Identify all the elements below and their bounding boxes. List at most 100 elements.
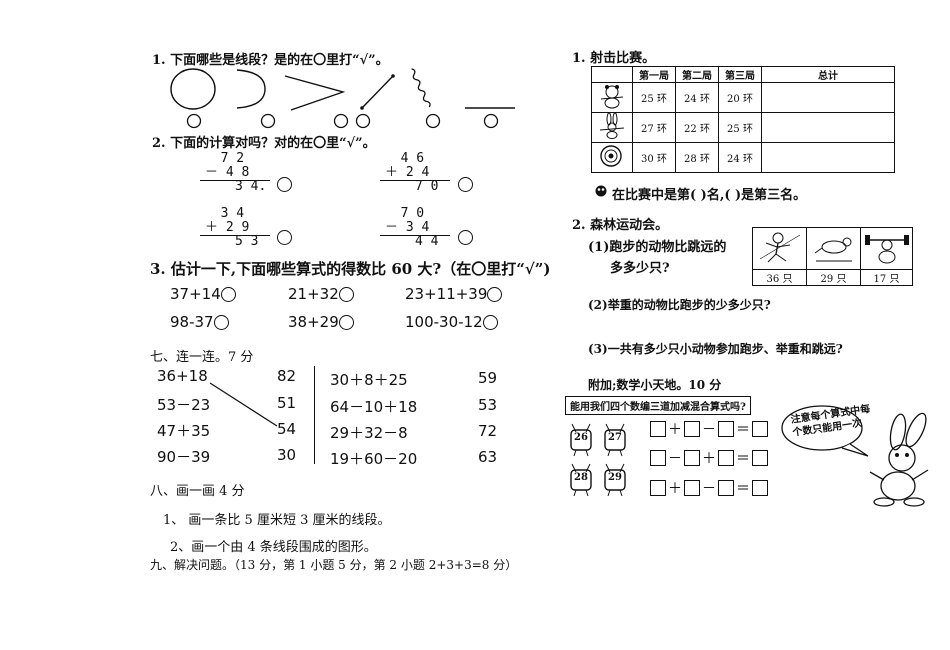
runner-icon: [752, 227, 807, 270]
answer-box[interactable]: [650, 420, 666, 437]
figure-angle: [284, 75, 346, 111]
answer-circle[interactable]: [338, 315, 354, 330]
answer-box[interactable]: [752, 420, 768, 437]
match-expr[interactable]: 47＋35: [157, 422, 211, 440]
p1-answer[interactable]: 在比赛中是第( )名,( )是第三名。: [612, 188, 807, 203]
rabbit-icon: [591, 112, 633, 143]
section8-item: 1、 画一条比 5 厘米短 3 厘米的线段。: [163, 513, 391, 528]
vertical-calc: 3 4 ＋ 2 9 5 3: [205, 206, 259, 249]
card-number: 27: [608, 432, 622, 443]
target-icon: [591, 142, 633, 173]
vertical-calc: 7 2 － 4 8 3 4.: [205, 151, 267, 194]
answer-box[interactable]: [650, 479, 666, 496]
answer-circle[interactable]: [220, 287, 236, 302]
answer-circle: [186, 113, 202, 129]
equation-row: ＋－＝: [650, 418, 768, 439]
match-number[interactable]: 63: [478, 448, 498, 466]
match-number[interactable]: 59: [478, 369, 498, 387]
answer-box[interactable]: [718, 449, 734, 466]
answer-circle: [333, 113, 349, 129]
p1-title: 1. 射击比赛。: [572, 51, 656, 66]
section7-title: 七、连一连。7 分: [150, 350, 254, 365]
speech-bubble: [781, 405, 863, 451]
answer-box[interactable]: [684, 479, 700, 496]
answer-circle[interactable]: [487, 287, 503, 302]
jumper-icon: [806, 227, 861, 270]
match-expr[interactable]: 19＋60－20: [330, 450, 418, 468]
vertical-calc: 4 6 ＋ 2 4 7 0: [385, 151, 439, 194]
answer-box[interactable]: [752, 479, 768, 496]
p2-title: 2. 森林运动会。: [572, 218, 669, 233]
match-expr[interactable]: 64－10＋18: [330, 398, 418, 416]
p2-q1-cont: 多多少只?: [610, 261, 670, 276]
match-expr[interactable]: 29＋32－8: [330, 424, 408, 442]
equation-row: ＋－＝: [650, 477, 768, 498]
card-number: 29: [608, 472, 622, 483]
rabbit-mascot: [781, 405, 929, 507]
match-number[interactable]: 82: [277, 367, 297, 385]
card-number: 28: [574, 472, 588, 483]
card-number: 26: [574, 432, 588, 443]
answer-circle[interactable]: [458, 230, 473, 245]
bonus-banner: 能用我们四个数编三道加减混合算式吗?: [565, 396, 751, 415]
match-expr[interactable]: 30＋8＋25: [330, 371, 408, 389]
answer-circle: [483, 113, 499, 129]
answer-box[interactable]: [650, 449, 666, 466]
figure-wavy-line: [411, 68, 431, 108]
section8-item: 2、画一个由 4 条线段围成的图形。: [170, 540, 377, 555]
p2-q2: (2)举重的动物比跑步的少多少只?: [588, 298, 771, 312]
divider: [314, 366, 315, 464]
q2-title: 2. 下面的计算对吗？对的在〇里“√”。: [152, 136, 376, 151]
figure-segment: [361, 75, 394, 109]
answer-circle[interactable]: [277, 230, 292, 245]
q1-figures: [170, 68, 515, 129]
section9-title: 九、解决问题。（13 分，第 1 小题 5 分，第 2 小题 2+3+3=8 分…: [150, 558, 518, 572]
card-29: [604, 463, 626, 497]
estimate-expr: 38+29: [288, 313, 354, 331]
p2-q3: (3)一共有多少只小动物参加跑步、举重和跳远?: [588, 342, 843, 356]
mascot-icon: [595, 185, 607, 197]
match-line: [209, 382, 278, 427]
vertical-calc: 7 0 － 3 4 4 4: [385, 206, 439, 249]
estimate-expr: 100-30-12: [405, 313, 498, 331]
answer-circle: [355, 113, 371, 129]
answer-box[interactable]: [684, 420, 700, 437]
match-number[interactable]: 51: [277, 394, 297, 412]
estimate-expr: 37+14: [170, 285, 236, 303]
figure-curve: [236, 69, 266, 109]
match-number[interactable]: 30: [277, 446, 297, 464]
match-number[interactable]: 54: [277, 420, 297, 438]
answer-box[interactable]: [752, 449, 768, 466]
bonus-title: 附加;数学小天地。10 分: [588, 378, 722, 392]
answer-circle[interactable]: [338, 287, 354, 302]
q1-title: 1. 下面哪些是线段？是的在〇里打“√”。: [152, 53, 389, 68]
card-28: [570, 463, 592, 497]
answer-circle[interactable]: [277, 177, 292, 192]
match-number[interactable]: 72: [478, 422, 498, 440]
card-26: [570, 423, 592, 457]
q3-title: 3. 估计一下,下面哪些算式的得数比 60 大?（在〇里打“√”): [150, 260, 551, 278]
equation-row: －＋＝: [650, 447, 768, 468]
answer-circle: [425, 113, 441, 129]
forest-table: 36 只 29 只 17 只: [752, 227, 913, 286]
number-cards: [570, 423, 626, 497]
p2-q1: (1)跑步的动物比跳远的: [588, 240, 727, 255]
answer-box[interactable]: [718, 420, 734, 437]
estimate-expr: 23+11+39: [405, 285, 503, 303]
answer-circle[interactable]: [482, 315, 498, 330]
answer-box[interactable]: [718, 479, 734, 496]
answer-circle[interactable]: [458, 177, 473, 192]
match-expr[interactable]: 90－39: [157, 448, 211, 466]
section8-title: 八、画一画 4 分: [150, 484, 245, 499]
answer-circle[interactable]: [213, 315, 229, 330]
figure-ellipse: [170, 68, 216, 110]
match-expr[interactable]: 36+18: [157, 367, 208, 385]
answer-circle: [260, 113, 276, 129]
answer-box[interactable]: [684, 449, 700, 466]
match-expr[interactable]: 53－23: [157, 396, 211, 414]
bear-icon: [591, 82, 633, 113]
match-number[interactable]: 53: [478, 396, 498, 414]
estimate-expr: 21+32: [288, 285, 354, 303]
weightlifter-icon: [860, 227, 913, 270]
